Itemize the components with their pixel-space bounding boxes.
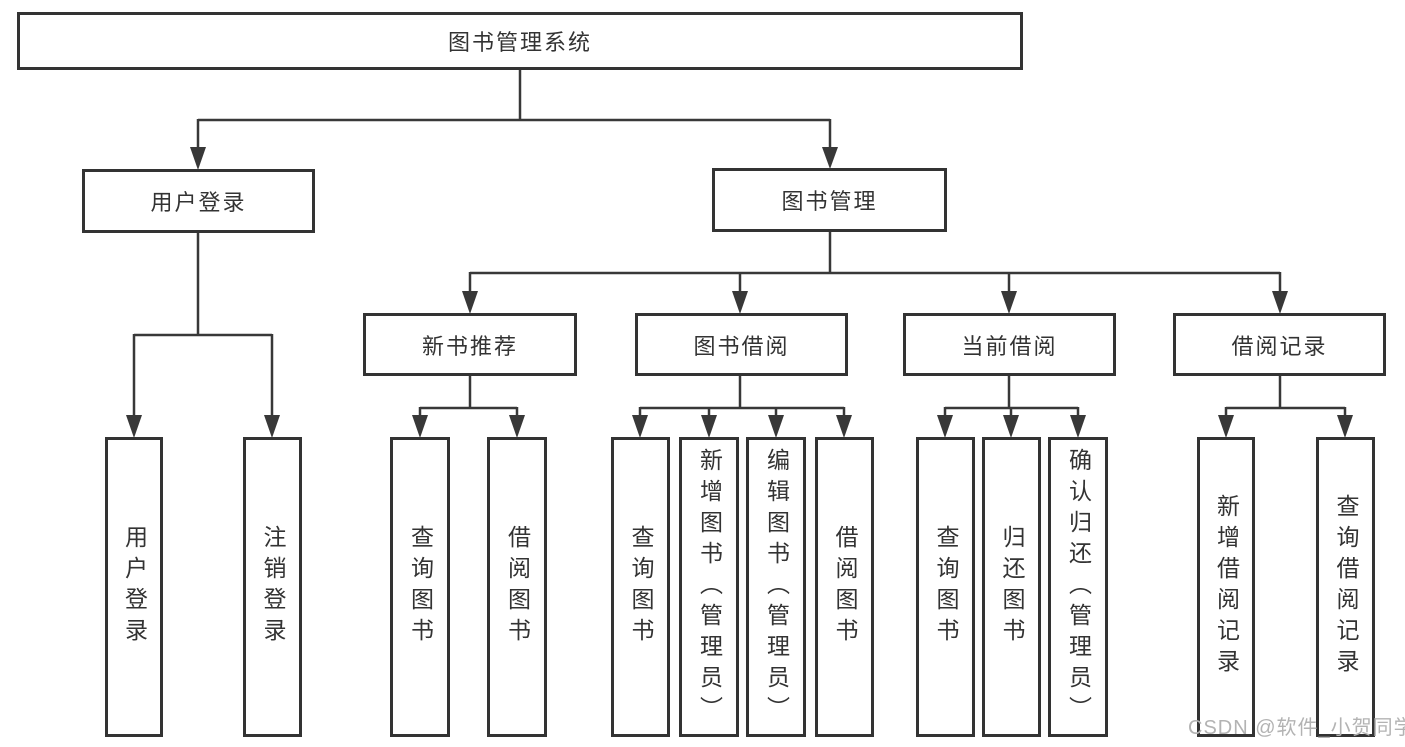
leaf-confirm-return-admin: 确认归还（管理员） <box>1048 437 1108 737</box>
node-root: 图书管理系统 <box>17 12 1023 70</box>
leaf-return-books: 归还图书 <box>982 437 1041 737</box>
node-current-borrow: 当前借阅 <box>903 313 1116 376</box>
node-borrow-records-label: 借阅记录 <box>1231 333 1328 359</box>
leaf-user-login: 用户登录 <box>105 437 163 737</box>
connector-current-borrow-children <box>937 376 1086 438</box>
node-user-login: 用户登录 <box>82 169 315 233</box>
leaf-logout: 注销登录 <box>243 437 302 737</box>
leaf-borrow-books: 借阅图书 <box>815 437 874 737</box>
leaf-add-borrow-record: 新增借阅记录 <box>1197 437 1255 737</box>
connector-new-book-rec-children <box>412 376 525 438</box>
leaf-rec-query-books: 查询图书 <box>390 437 450 737</box>
leaf-borrow-query-books: 查询图书 <box>611 437 670 737</box>
leaf-edit-books-admin: 编辑图书（管理员） <box>746 437 806 737</box>
leaf-confirm-return-admin-label: 确认归还（管理员） <box>1065 447 1092 727</box>
leaf-current-query-books: 查询图书 <box>916 437 975 737</box>
connector-user-login-children <box>126 233 280 438</box>
leaf-rec-query-books-label: 查询图书 <box>407 525 434 649</box>
leaf-borrow-query-books-label: 查询图书 <box>628 525 654 649</box>
connector-borrow-records-children <box>1218 376 1353 438</box>
node-new-book-rec-label: 新书推荐 <box>421 333 518 359</box>
node-user-login-label: 用户登录 <box>150 190 247 215</box>
leaf-query-borrow-record-label: 查询借阅记录 <box>1333 494 1359 680</box>
leaf-logout-label: 注销登录 <box>260 525 286 649</box>
leaf-query-borrow-record: 查询借阅记录 <box>1316 437 1375 737</box>
node-current-borrow-label: 当前借阅 <box>961 333 1058 359</box>
node-new-book-rec: 新书推荐 <box>363 313 577 376</box>
csdn-watermark: CSDN @软件_小贺同学 <box>1188 717 1405 739</box>
leaf-add-books-admin: 新增图书（管理员） <box>679 437 739 737</box>
connector-book-mgmt-children <box>462 232 1288 314</box>
connector-root-to-level1 <box>190 70 838 170</box>
node-book-mgmt: 图书管理 <box>712 168 947 232</box>
leaf-rec-borrow-books: 借阅图书 <box>487 437 547 737</box>
node-book-mgmt-label: 图书管理 <box>781 189 878 214</box>
leaf-borrow-books-label: 借阅图书 <box>832 525 858 649</box>
node-book-borrow-label: 图书借阅 <box>693 333 790 359</box>
node-book-borrow: 图书借阅 <box>635 313 848 376</box>
leaf-add-books-admin-label: 新增图书（管理员） <box>696 447 723 727</box>
leaf-return-books-label: 归还图书 <box>999 525 1025 649</box>
node-root-label: 图书管理系统 <box>447 30 592 55</box>
leaf-user-login-label: 用户登录 <box>121 525 148 649</box>
leaf-edit-books-admin-label: 编辑图书（管理员） <box>763 447 790 727</box>
connector-book-borrow-children <box>632 376 852 438</box>
leaf-current-query-books-label: 查询图书 <box>933 525 959 649</box>
node-borrow-records: 借阅记录 <box>1173 313 1386 376</box>
leaf-add-borrow-record-label: 新增借阅记录 <box>1213 494 1240 680</box>
leaf-rec-borrow-books-label: 借阅图书 <box>504 525 531 649</box>
